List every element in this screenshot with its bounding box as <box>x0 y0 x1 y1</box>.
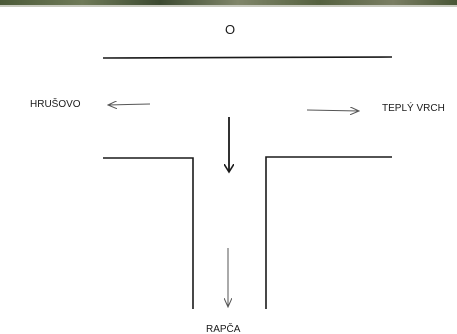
arrow-left-icon <box>108 104 151 105</box>
photo-strip <box>0 0 457 7</box>
road-edge-right-corner <box>265 156 392 309</box>
arrow-right-icon <box>306 110 359 111</box>
road-edge-top <box>102 56 393 59</box>
direction-label-south: RAPČA <box>206 324 241 334</box>
direction-label-west: HRUŠOVO <box>30 99 81 110</box>
direction-label-east: TEPLÝ VRCH <box>382 103 445 114</box>
direction-label-north: O <box>225 22 236 37</box>
road-edge-left-corner <box>103 157 194 309</box>
